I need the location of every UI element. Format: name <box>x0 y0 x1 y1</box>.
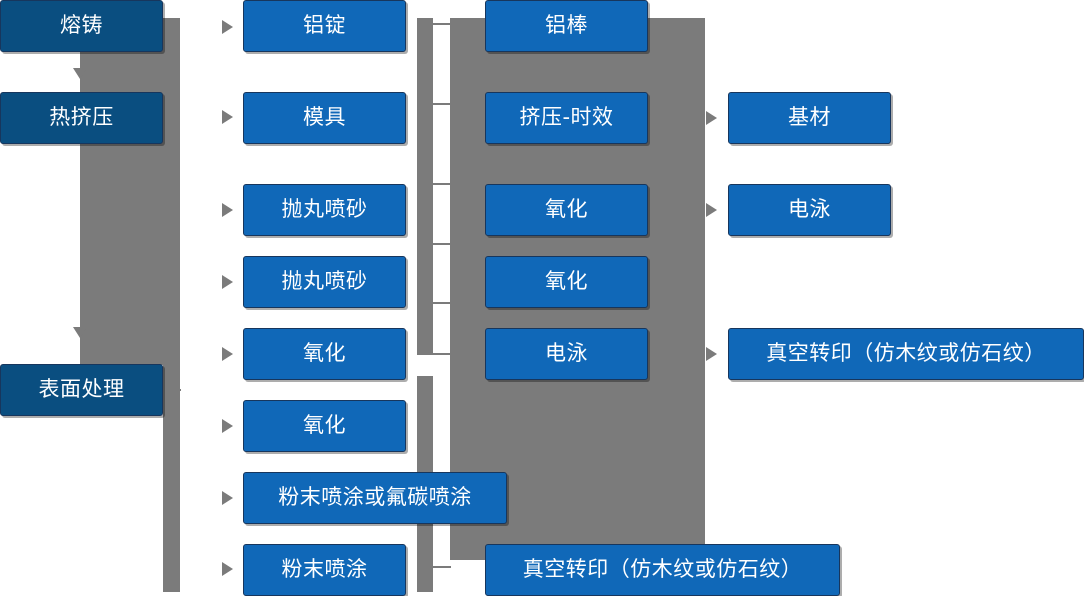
stage-arrow-extrude-to-surface <box>73 327 87 338</box>
node-electrophoresis-c4[interactable]: 电泳 <box>728 184 891 236</box>
out-arrow-vacuum <box>706 347 717 361</box>
node-ingot-label: 铝锭 <box>303 13 346 38</box>
node-die[interactable]: 模具 <box>243 92 406 144</box>
fan-arrow-8 <box>222 562 233 576</box>
surface-stage-connector <box>163 389 181 391</box>
node-oxidize-c2-1-label: 氧化 <box>303 341 346 366</box>
out-arrow-substrate <box>706 111 717 125</box>
stage-extrude[interactable]: 热挤压 <box>0 92 163 144</box>
node-substrate-label: 基材 <box>788 105 831 130</box>
fan-arrow-3 <box>222 203 233 217</box>
node-shotblast-2[interactable]: 抛丸喷砂 <box>243 256 406 308</box>
node-extrude-aging[interactable]: 挤压-时效 <box>485 92 648 144</box>
node-electrophoresis-c3-label: 电泳 <box>545 341 588 366</box>
fan-arrow-5 <box>222 347 233 361</box>
stage-extrude-label: 热挤压 <box>49 105 114 130</box>
node-vacuum-transfer-c3-label: 真空转印（仿木纹或仿石纹） <box>522 557 803 582</box>
mid-stub-7 <box>433 566 451 568</box>
node-oxidize-c2-1[interactable]: 氧化 <box>243 328 406 380</box>
mid-stub-5 <box>433 302 451 304</box>
stage-arrow-casting-to-extrude <box>73 68 87 79</box>
node-electrophoresis-c4-label: 电泳 <box>788 197 831 222</box>
node-powder-or-fluorocarbon[interactable]: 粉末喷涂或氟碳喷涂 <box>243 472 507 524</box>
node-oxidize-c2-2[interactable]: 氧化 <box>243 400 406 452</box>
node-oxidize-c3-1[interactable]: 氧化 <box>485 184 648 236</box>
mid-stub-1 <box>433 23 451 25</box>
stage-spine-band-lower <box>163 365 180 592</box>
mid-stub-6 <box>433 353 451 355</box>
node-powder-or-fluorocarbon-label: 粉末喷涂或氟碳喷涂 <box>278 485 472 510</box>
node-shotblast-1-label: 抛丸喷砂 <box>281 197 368 222</box>
stage-surface-label: 表面处理 <box>38 377 125 402</box>
node-oxidize-c3-2-label: 氧化 <box>545 269 588 294</box>
node-vacuum-transfer-c4-label: 真空转印（仿木纹或仿石纹） <box>766 341 1046 366</box>
fan-arrow-6 <box>222 419 233 433</box>
node-extrude-aging-label: 挤压-时效 <box>519 105 614 130</box>
fan-arrow-4 <box>222 275 233 289</box>
node-shotblast-2-label: 抛丸喷砂 <box>281 269 368 294</box>
stage-casting-label: 熔铸 <box>60 13 103 38</box>
fan-arrow-7 <box>222 491 233 505</box>
node-oxidize-c3-2[interactable]: 氧化 <box>485 256 648 308</box>
node-aluminium-bar[interactable]: 铝棒 <box>485 0 648 52</box>
mid-collector-bar-upper <box>417 18 433 355</box>
mid-stub-4 <box>433 243 451 245</box>
node-shotblast-1[interactable]: 抛丸喷砂 <box>243 184 406 236</box>
node-ingot[interactable]: 铝锭 <box>243 0 406 52</box>
stage-casting[interactable]: 熔铸 <box>0 0 163 52</box>
node-powder-coating-label: 粉末喷涂 <box>281 557 368 582</box>
node-powder-coating[interactable]: 粉末喷涂 <box>243 544 406 596</box>
node-die-label: 模具 <box>303 105 346 130</box>
fan-arrow-1 <box>222 20 233 34</box>
node-aluminium-bar-label: 铝棒 <box>545 13 588 38</box>
mid-stub-3 <box>433 183 451 185</box>
node-substrate[interactable]: 基材 <box>728 92 891 144</box>
stage-surface[interactable]: 表面处理 <box>0 364 163 416</box>
fan-arrow-2 <box>222 110 233 124</box>
node-electrophoresis-c3[interactable]: 电泳 <box>485 328 648 380</box>
node-vacuum-transfer-c3[interactable]: 真空转印（仿木纹或仿石纹） <box>485 544 840 596</box>
mid-stub-2 <box>433 103 451 105</box>
node-vacuum-transfer-c4[interactable]: 真空转印（仿木纹或仿石纹） <box>728 328 1084 380</box>
node-oxidize-c3-1-label: 氧化 <box>545 197 588 222</box>
out-arrow-electro <box>706 203 717 217</box>
node-oxidize-c2-2-label: 氧化 <box>303 413 346 438</box>
stage-spine-band <box>80 18 180 365</box>
